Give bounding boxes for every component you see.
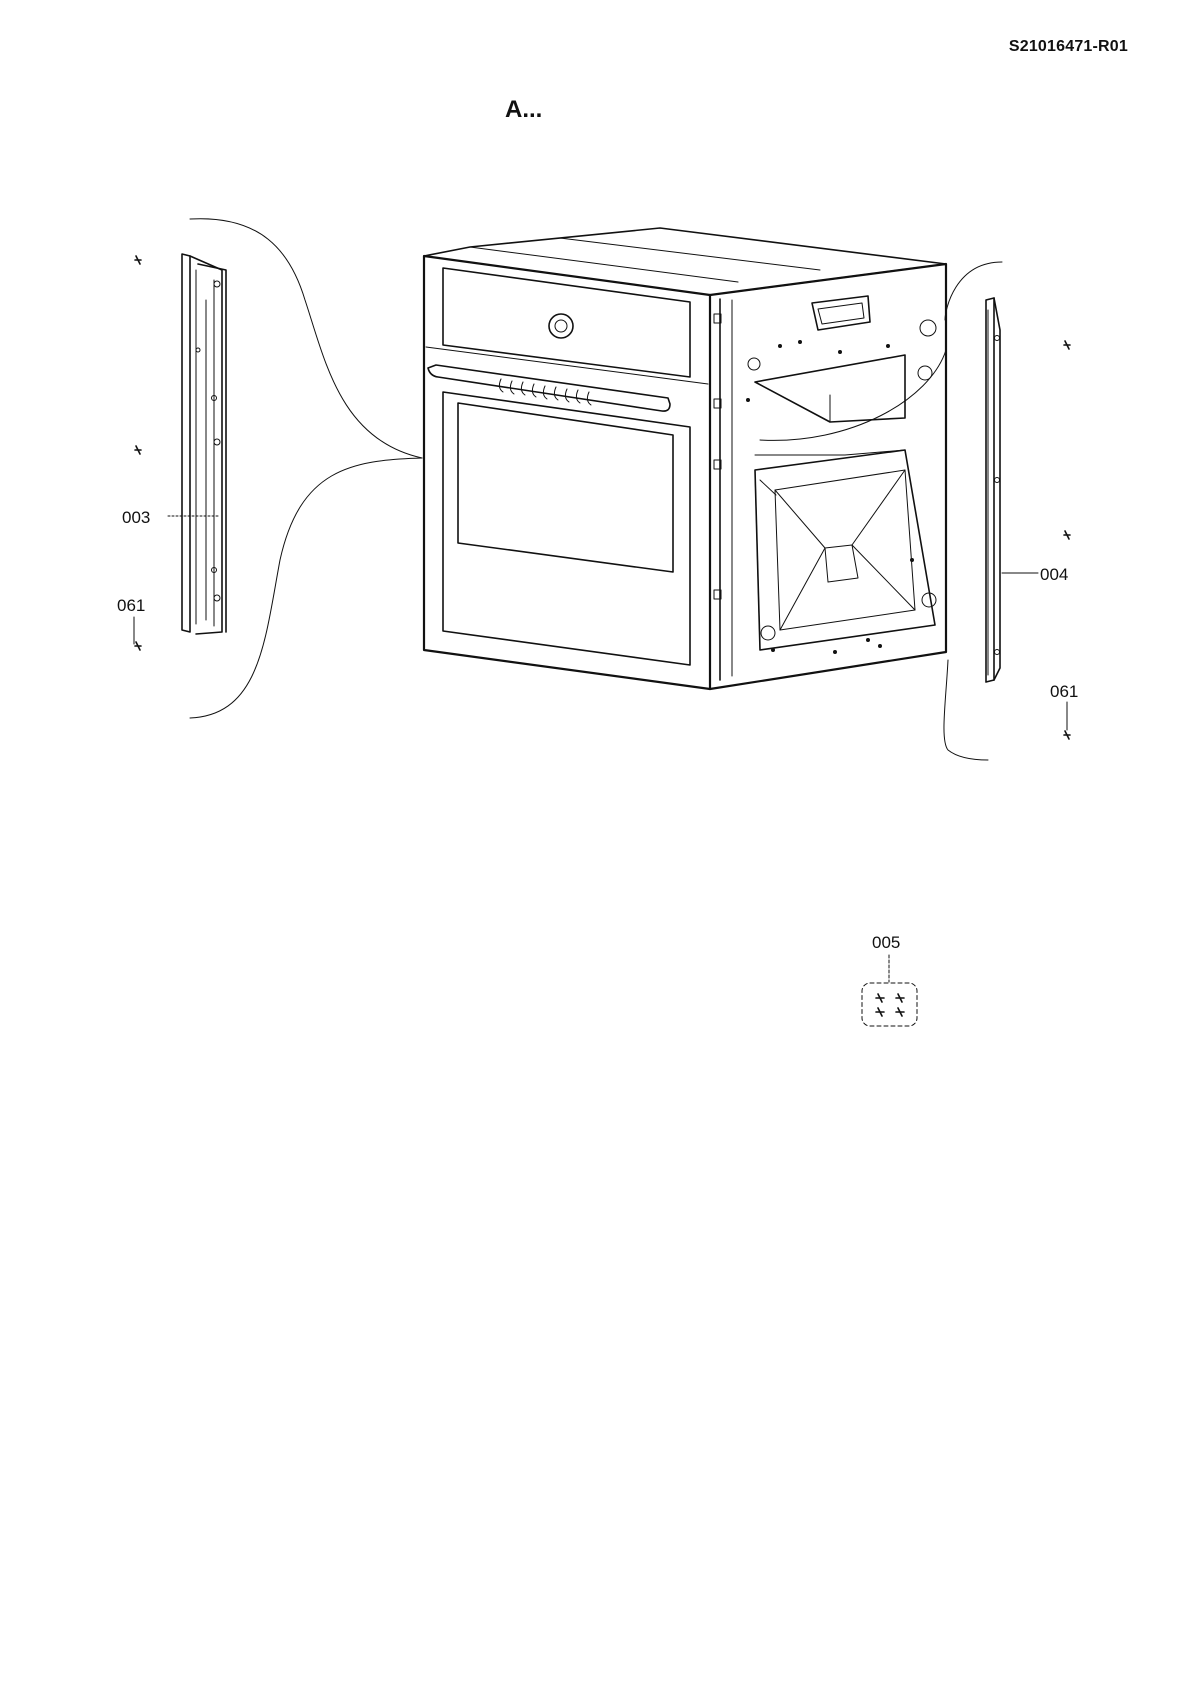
part-number-003: 003 [122, 508, 150, 527]
part-number-061-right: 061 [1050, 682, 1078, 701]
document-id: S21016471-R01 [1008, 38, 1128, 55]
detail-outline-left [189, 218, 423, 719]
part-number-005: 005 [872, 933, 900, 952]
screw-icon [1063, 340, 1071, 540]
detail-outline-right [759, 261, 1003, 761]
right-rail[interactable] [985, 297, 1001, 683]
section-label: A... [505, 96, 543, 123]
screw-icon [134, 255, 142, 651]
part-number-004: 004 [1040, 565, 1068, 584]
callout-leaders [133, 515, 1068, 983]
oven-body [422, 227, 948, 691]
screw-kit-icon [861, 982, 918, 1027]
left-rail[interactable] [181, 253, 227, 635]
part-number-061-left: 061 [117, 596, 145, 615]
